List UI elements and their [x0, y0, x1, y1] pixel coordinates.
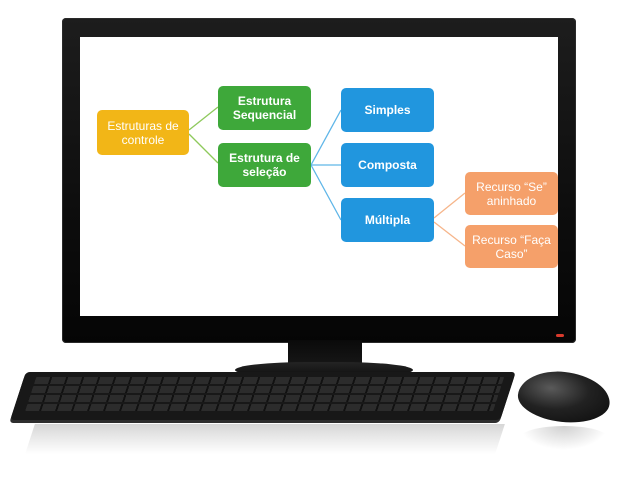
connector-multipla-se	[433, 192, 466, 219]
node-recurso-faca-caso: Recurso “Faça Caso”	[465, 225, 558, 268]
connector-root-sequencial	[188, 106, 219, 131]
connector-multipla-faca	[433, 221, 466, 247]
node-estrutura-sequencial: Estrutura Sequencial	[218, 86, 311, 130]
node-root: Estruturas de controle	[97, 110, 189, 155]
connector-selecao-multipla	[310, 164, 342, 221]
node-multipla: Múltipla	[341, 198, 434, 242]
connector-root-selecao	[188, 133, 219, 164]
mouse-reflection	[520, 426, 608, 450]
power-led	[556, 334, 564, 337]
node-estrutura-selecao: Estrutura de seleção	[218, 143, 311, 187]
node-composta: Composta	[341, 143, 434, 187]
connector-selecao-simples	[310, 109, 342, 166]
node-simples: Simples	[341, 88, 434, 132]
node-recurso-se: Recurso “Se” aninhado	[465, 172, 558, 215]
